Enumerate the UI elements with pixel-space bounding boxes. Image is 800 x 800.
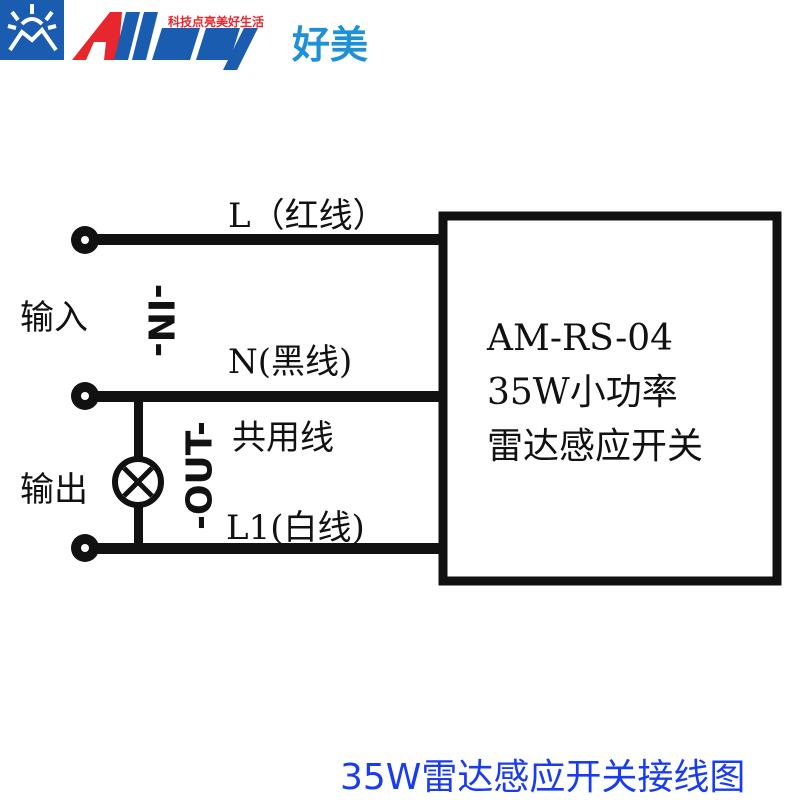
logo-graphic	[0, 0, 258, 72]
label-N: N(黑线)	[228, 342, 353, 382]
device-info: AM-RS-04 35W小功率 雷达感应开关	[487, 312, 703, 474]
device-type: 雷达感应开关	[487, 426, 704, 467]
in-tag: -IN-	[139, 283, 181, 358]
device-model: AM-RS-04	[487, 318, 674, 359]
device-box	[438, 211, 782, 586]
wire-L	[85, 234, 445, 245]
caption: 35W雷达感应开关接线图	[340, 757, 746, 798]
lamp-icon	[112, 456, 164, 508]
terminals	[71, 226, 99, 562]
label-common: 共用线	[232, 418, 334, 458]
logo-slogan: 科技点亮美好生活	[168, 15, 265, 29]
wire-N	[85, 391, 445, 402]
wire-L1	[85, 543, 445, 554]
label-input: 输入	[20, 298, 88, 338]
out-tag: -OUT-	[179, 421, 221, 530]
label-L1: L1(白线)	[226, 508, 365, 548]
device-power: 35W小功率	[487, 372, 678, 413]
logo: 科技点亮美好生活 好美	[0, 0, 420, 72]
label-L: L（红线）	[228, 196, 387, 236]
label-output: 输出	[20, 470, 88, 510]
logo-cn-name: 好美	[292, 23, 369, 67]
